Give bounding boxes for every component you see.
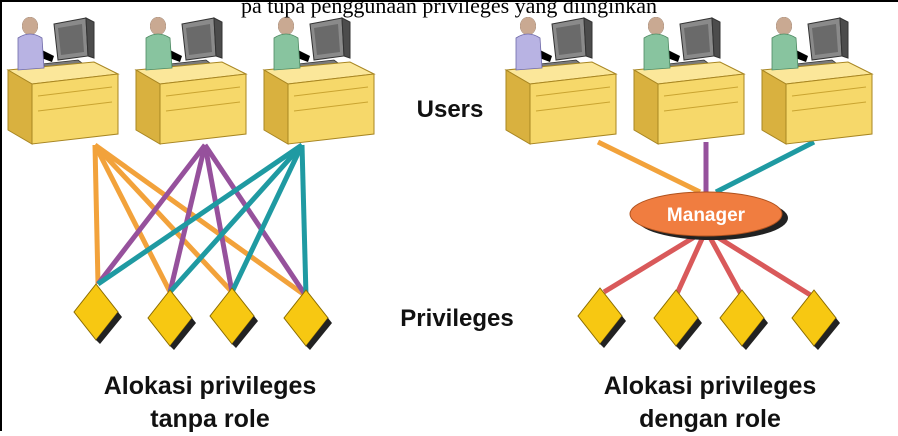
left-title-line1: Alokasi privileges <box>103 372 317 400</box>
left-line <box>93 143 234 294</box>
user-workstation-icon <box>263 16 375 145</box>
user-workstation-icon <box>505 16 617 145</box>
left-line <box>96 142 304 287</box>
privilege-diamond-icon <box>653 289 703 351</box>
left-line <box>168 143 304 294</box>
privilege-diamond-icon <box>577 287 627 349</box>
left-title-line2: tanpa role <box>150 405 270 433</box>
privilege-diamond-icon <box>719 289 769 351</box>
user-workstation-icon <box>135 16 247 145</box>
right-line <box>704 227 814 299</box>
privilege-diamond-icon <box>791 289 841 351</box>
right-diagram-title: Alokasi privileges dengan role <box>530 370 890 436</box>
left-line <box>92 143 173 294</box>
privileges-label: Privileges <box>400 305 514 332</box>
privilege-diamond-icon <box>209 287 259 349</box>
left-diagram-title: Alokasi privileges tanpa role <box>30 370 390 436</box>
left-line <box>96 143 207 286</box>
user-workstation-icon <box>7 16 119 145</box>
left-line <box>299 144 309 297</box>
top-caption: pa tupa penggunaan privileges yang diing… <box>240 0 658 18</box>
privilege-diamond-icon <box>147 289 197 351</box>
right-title-line2: dengan role <box>639 405 781 433</box>
manager-node: Manager <box>629 191 788 240</box>
right-line <box>596 139 702 195</box>
user-workstation-icon <box>633 16 745 145</box>
left-line <box>93 142 308 299</box>
users-label: Users <box>416 96 484 123</box>
left-line <box>167 144 208 293</box>
right-line <box>703 228 745 298</box>
right-connections <box>596 139 816 299</box>
left-line <box>202 143 309 298</box>
privilege-diamond-icon <box>73 283 123 345</box>
right-line <box>602 227 708 295</box>
right-line <box>673 228 709 298</box>
left-line <box>92 144 101 285</box>
left-connections <box>92 142 309 299</box>
left-line <box>229 143 305 294</box>
manager-label: Manager <box>667 205 746 226</box>
right-title-line1: Alokasi privileges <box>603 372 817 400</box>
right-line <box>714 139 816 195</box>
privilege-diamond-icon <box>283 289 333 351</box>
user-workstation-icon <box>761 16 873 145</box>
left-line <box>202 144 235 293</box>
